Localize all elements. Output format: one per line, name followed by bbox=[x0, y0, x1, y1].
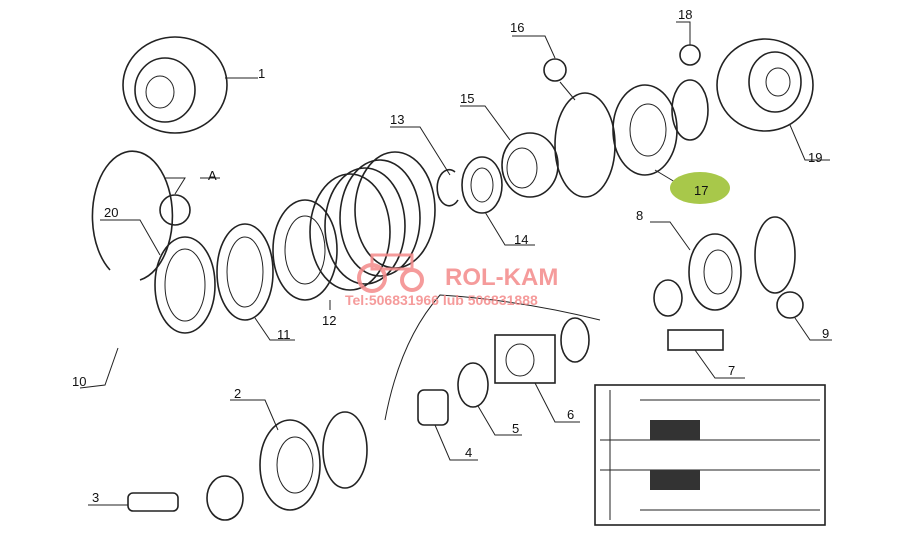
watermark-phone: Tel:506831966 lub 506831888 bbox=[345, 292, 538, 308]
label-9: 9 bbox=[822, 326, 829, 341]
part-4-bushing bbox=[417, 389, 478, 461]
part-5-ring bbox=[457, 362, 522, 436]
cross-section-view bbox=[594, 384, 826, 526]
label-17: 17 bbox=[694, 183, 708, 198]
label-6: 6 bbox=[567, 407, 574, 422]
part-7-indicator bbox=[667, 329, 745, 379]
label-16: 16 bbox=[510, 20, 524, 35]
part-14-ring bbox=[461, 156, 535, 246]
label-8: 8 bbox=[636, 208, 643, 223]
part-11-plate bbox=[216, 223, 295, 341]
part-10-circlip bbox=[79, 150, 174, 389]
part-15-sleeve bbox=[460, 105, 559, 198]
part-18-ring bbox=[671, 21, 709, 141]
label-14: 14 bbox=[514, 232, 528, 247]
part-1-clutch-housing bbox=[122, 36, 258, 134]
part-8-gear bbox=[650, 221, 742, 317]
highlight-17 bbox=[670, 172, 730, 204]
label-7: 7 bbox=[728, 363, 735, 378]
part-13-snap-ring bbox=[390, 126, 459, 207]
part-20-ring bbox=[100, 177, 220, 334]
label-2: 2 bbox=[234, 386, 241, 401]
part-2-gear bbox=[230, 399, 368, 511]
part-19-housing bbox=[716, 38, 830, 161]
label-11: 11 bbox=[277, 327, 291, 342]
separator-curve bbox=[384, 294, 601, 421]
part-3-pin bbox=[88, 475, 244, 521]
label-19: 19 bbox=[808, 150, 822, 165]
label-18: 18 bbox=[678, 7, 692, 22]
part-12-clutch-discs bbox=[272, 151, 436, 310]
label-detail-a: A bbox=[208, 168, 217, 183]
label-13: 13 bbox=[390, 112, 404, 127]
label-12: 12 bbox=[322, 313, 336, 328]
part-17-piston bbox=[612, 84, 730, 204]
label-1: 1 bbox=[258, 66, 265, 81]
watermark-logo: ROL-KAM Tel:506831966 lub 506831888 bbox=[345, 253, 558, 308]
label-10: 10 bbox=[72, 374, 86, 389]
label-20: 20 bbox=[104, 205, 118, 220]
part-9-ring bbox=[754, 216, 832, 341]
part-16-ring bbox=[512, 35, 616, 198]
label-5: 5 bbox=[512, 421, 519, 436]
watermark-brand: ROL-KAM bbox=[445, 264, 558, 291]
label-3: 3 bbox=[92, 490, 99, 505]
label-4: 4 bbox=[465, 445, 472, 460]
part-6-bearing-housing bbox=[494, 317, 590, 423]
label-15: 15 bbox=[460, 91, 474, 106]
